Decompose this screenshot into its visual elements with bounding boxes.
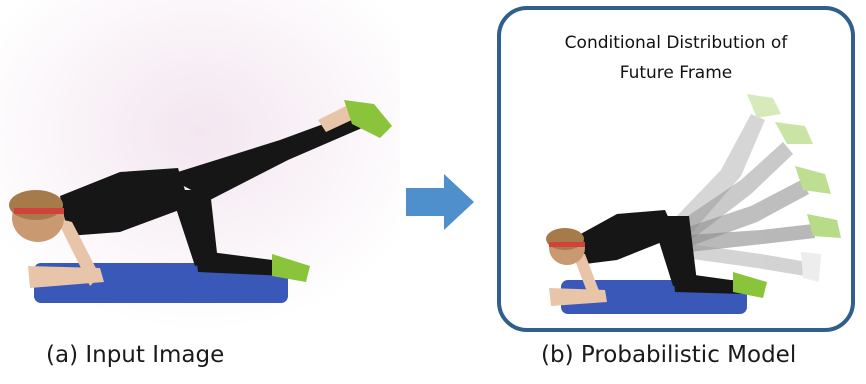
headband	[14, 208, 64, 214]
probabilistic-model-caption: (b) Probabilistic Model	[541, 340, 796, 370]
panel-title-line-2: Future Frame	[501, 58, 851, 88]
input-image-caption: (a) Input Image	[46, 340, 224, 370]
input-image	[0, 0, 400, 330]
torso	[577, 210, 677, 264]
hair	[9, 190, 63, 220]
probabilistic-model-panel: Conditional Distribution of Future Frame	[497, 6, 855, 332]
input-image-panel	[0, 0, 400, 330]
panel-title: Conditional Distribution of Future Frame	[501, 28, 851, 88]
right-arrow-icon	[400, 172, 480, 232]
headband	[549, 242, 585, 247]
panel-title-line-1: Conditional Distribution of	[501, 28, 851, 58]
